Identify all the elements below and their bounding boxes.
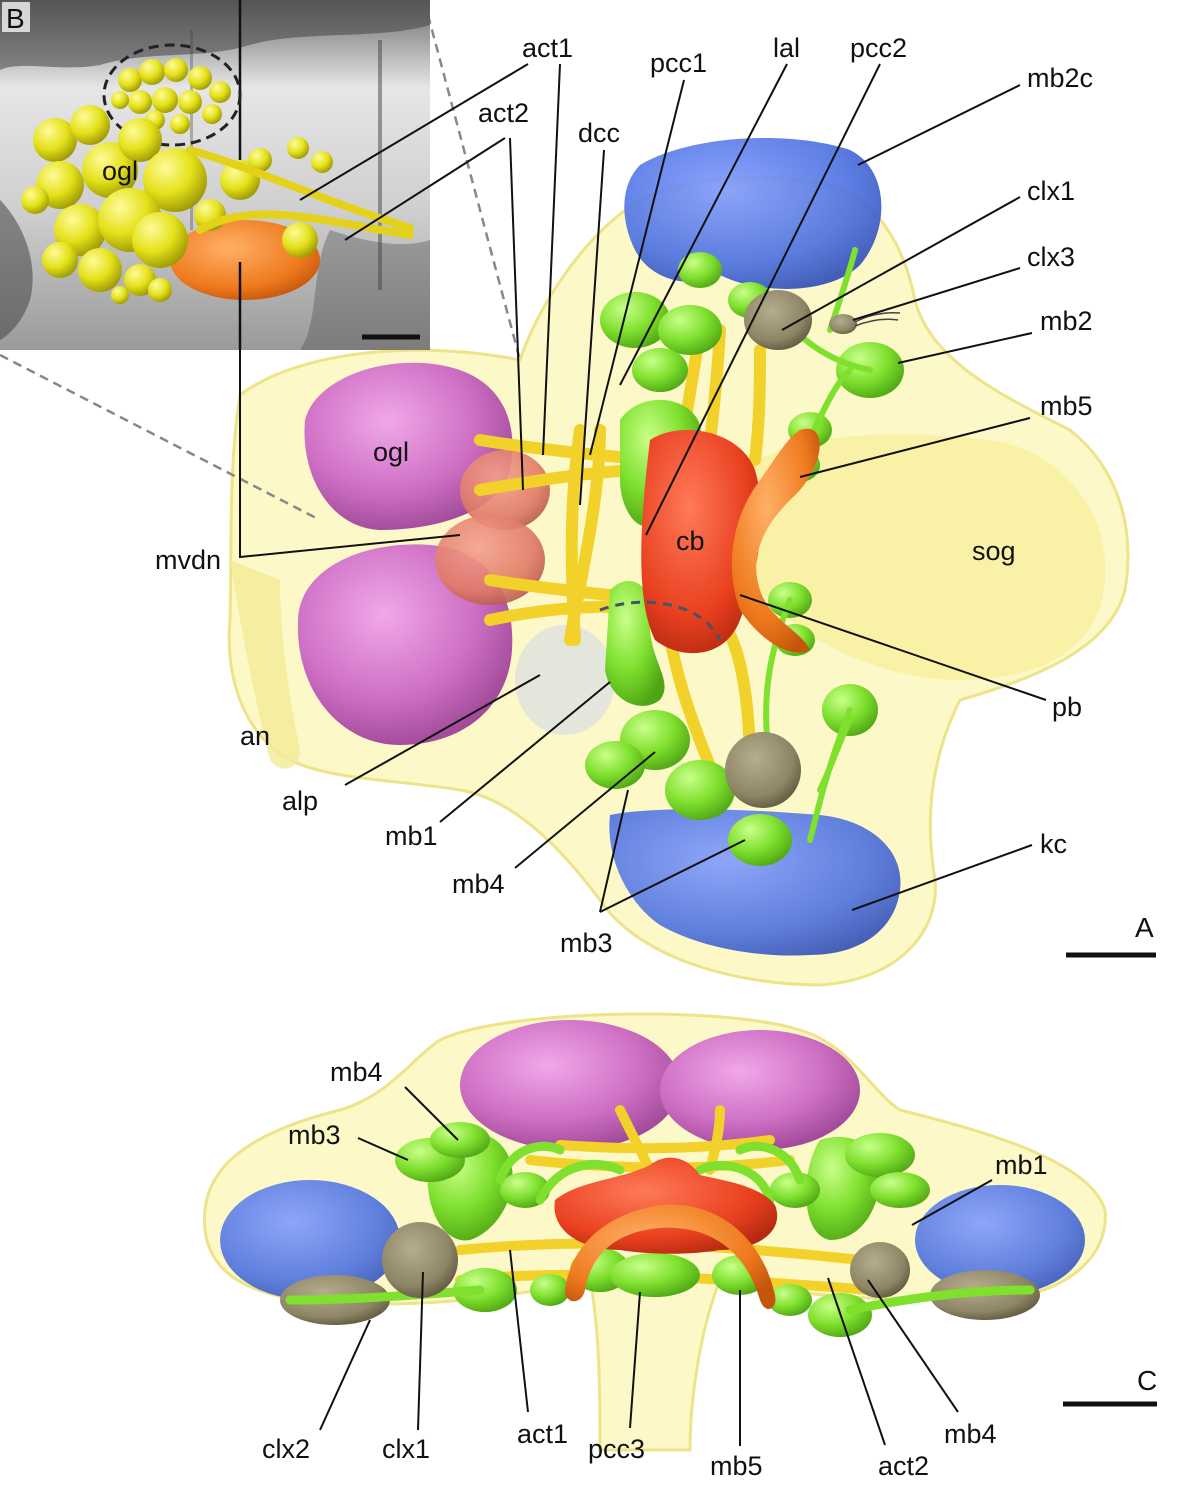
label-a-cb: cb <box>676 526 705 556</box>
leader-a-mb2c <box>857 84 1021 166</box>
leader-a-pcc1 <box>589 79 685 456</box>
panel-c-labels: mb4 mb3 mb1 clx2 clx1 act1 pcc3 mb5 act2… <box>262 1057 1157 1481</box>
label-a-mvdn: mvdn <box>155 545 221 575</box>
leader-a-mb2 <box>897 332 1033 364</box>
label-a-kc: kc <box>1040 829 1067 859</box>
inset-ogl-cells <box>21 105 333 304</box>
label-a-act1: act1 <box>522 33 573 63</box>
leader-a-act1-b <box>542 63 561 456</box>
panel-a <box>227 138 1130 987</box>
label-a-mb1: mb1 <box>385 821 438 851</box>
calyx-lower <box>725 732 801 808</box>
leader-a-clx1 <box>781 196 1021 331</box>
panel-a-letter: A <box>1135 912 1154 943</box>
leader-c-pcc3 <box>629 1291 641 1429</box>
clx3-whiskers <box>854 312 901 327</box>
kenyon-cells-bottom <box>609 809 901 956</box>
label-a-act2: act2 <box>478 98 529 128</box>
leader-c-clx2 <box>319 1319 371 1431</box>
label-a-mb3: mb3 <box>560 928 613 958</box>
leader-c-act2 <box>827 1277 886 1446</box>
label-c-clx1: clx1 <box>382 1434 430 1464</box>
label-c-act1: act1 <box>517 1419 568 1449</box>
inset-tracts <box>186 146 414 239</box>
leader-a-pcc2 <box>645 63 881 536</box>
inset-connector-bottom <box>0 353 321 522</box>
label-a-ogl: ogl <box>373 437 409 467</box>
label-a-lal: lal <box>773 33 800 63</box>
label-a-mb2: mb2 <box>1040 306 1093 336</box>
label-a-pb: pb <box>1052 692 1082 722</box>
leader-c-mb3 <box>357 1137 409 1161</box>
leader-a-lal <box>619 63 788 386</box>
panel-b-inset: B ogl <box>0 0 430 350</box>
leader-a-act2-b <box>509 137 524 491</box>
leader-a-mb1 <box>439 681 611 823</box>
sog-region <box>736 434 1106 680</box>
label-a-clx3: clx3 <box>1027 242 1075 272</box>
label-c-pcc3: pcc3 <box>588 1434 645 1464</box>
cb-dashed-arc <box>599 600 722 641</box>
antennal-lobe <box>515 625 615 735</box>
leader-a-act2 <box>344 137 506 241</box>
leader-c-mb4-right <box>867 1279 959 1413</box>
leader-a-dcc <box>579 149 605 506</box>
calyx-3-small <box>829 314 857 334</box>
leader-a-mb3-b <box>599 839 746 913</box>
inset-connector-top <box>426 14 522 361</box>
leader-a-mb4 <box>514 751 656 869</box>
optic-glomerulus-c-left <box>460 1020 680 1150</box>
panel-b-letter: B <box>6 3 25 34</box>
label-a-an: an <box>240 721 270 751</box>
panel-a-labels: act1 act2 dcc pcc1 lal pcc2 mb2c clx1 cl… <box>155 33 1156 958</box>
label-c-mb1: mb1 <box>995 1150 1048 1180</box>
label-a-pcc2: pcc2 <box>850 33 907 63</box>
label-c-act2: act2 <box>878 1451 929 1481</box>
label-c-clx2: clx2 <box>262 1434 310 1464</box>
inset-label-ogl: ogl <box>102 156 138 186</box>
antennal-nerve <box>230 560 300 769</box>
label-c-mb4-top: mb4 <box>330 1057 383 1087</box>
panel-c <box>202 1012 1107 1452</box>
leader-a-alp <box>344 674 541 786</box>
label-c-mb3: mb3 <box>288 1120 341 1150</box>
leader-a-act1 <box>299 63 529 201</box>
leader-c-clx1 <box>417 1271 424 1431</box>
label-c-mb4-right: mb4 <box>944 1419 997 1449</box>
leader-a-mb5 <box>799 417 1031 478</box>
label-a-dcc: dcc <box>578 118 620 148</box>
calyx-c-right <box>850 1242 910 1298</box>
protocerebral-bridge-c <box>565 1204 776 1310</box>
calyx-c-left <box>382 1222 458 1298</box>
label-c-mb5: mb5 <box>710 1451 763 1481</box>
leader-c-mb4-top <box>404 1086 459 1141</box>
inset-label-box <box>2 2 30 32</box>
kenyon-cells-c-right <box>915 1185 1085 1295</box>
label-a-pcc1: pcc1 <box>650 48 707 78</box>
label-a-mb4: mb4 <box>452 869 505 899</box>
label-a-clx1: clx1 <box>1027 176 1075 206</box>
leader-c-mb1 <box>911 1179 993 1226</box>
leader-a-pb <box>739 594 1047 701</box>
label-a-mb2c: mb2c <box>1027 63 1093 93</box>
leader-a-mvdn <box>239 292 461 559</box>
leader-a-mb3 <box>599 789 629 913</box>
inset-texture <box>0 0 430 350</box>
label-a-alp: alp <box>282 786 318 816</box>
leader-a-kc <box>851 844 1033 911</box>
leader-c-act1 <box>509 1249 529 1413</box>
optic-glomerulus-c-right <box>660 1030 860 1150</box>
dashed-cell-cluster-outline <box>102 43 242 147</box>
protocerebral-bridge <box>731 428 820 653</box>
label-a-mb5: mb5 <box>1040 391 1093 421</box>
leader-a-clx3 <box>852 267 1021 321</box>
mb-stalks-c <box>285 1141 1035 1315</box>
inset-cell-cluster <box>111 58 231 134</box>
kenyon-cells-c-left <box>220 1180 400 1300</box>
label-a-sog: sog <box>972 536 1016 566</box>
panel-c-letter: C <box>1137 1365 1157 1396</box>
